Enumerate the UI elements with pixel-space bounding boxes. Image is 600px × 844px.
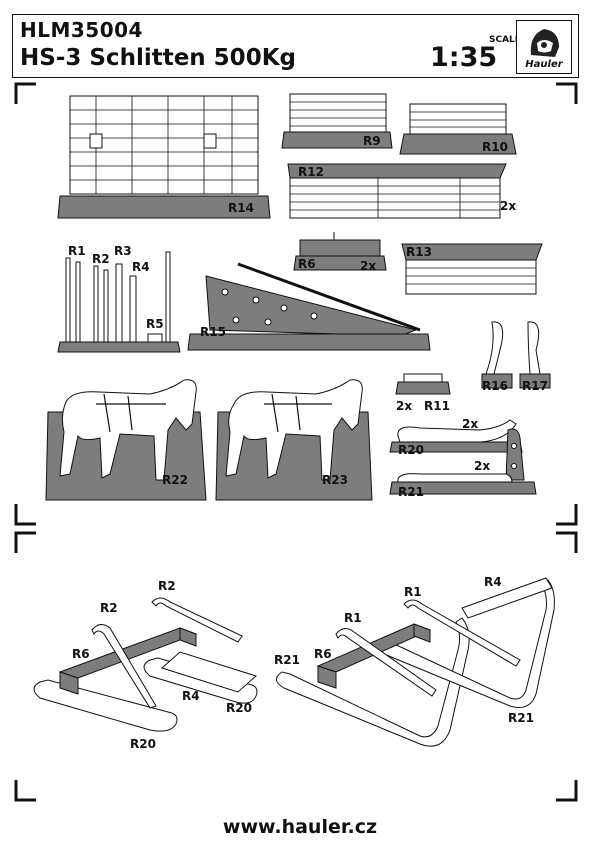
label-r10: R10 [482, 140, 508, 154]
label-asm2-r6: R6 [314, 647, 332, 661]
label-r12-qty: 2x [500, 199, 516, 213]
part-r15: R15 [187, 262, 431, 351]
label-r4: R4 [132, 260, 150, 274]
part-r14: R14 [57, 95, 271, 219]
label-r6: R6 [298, 257, 316, 271]
label-r11-qty: 2x [396, 399, 412, 413]
label-r16: R16 [482, 379, 508, 393]
label-r21: R21 [398, 485, 424, 499]
brand-name: Hauler [525, 59, 563, 70]
assembly-step-1: R2 R2 R6 R4 R20 R20 [33, 579, 258, 751]
assembly-step-2: R1 R1 R4 R6 R21 R21 [274, 575, 555, 747]
label-r9: R9 [363, 134, 381, 148]
scale-label: SCALE [489, 35, 521, 45]
header-box [12, 14, 579, 78]
label-asm1-r4: R4 [182, 689, 200, 703]
panel-bottom-corners [14, 531, 578, 802]
label-r20: R20 [398, 443, 424, 457]
part-r23-horse: R23 [215, 379, 373, 501]
brand-logo: Hauler [516, 20, 572, 74]
label-asm2-r21-bottom: R21 [508, 711, 534, 725]
label-r3: R3 [114, 244, 132, 258]
label-r21-qty: 2x [474, 459, 490, 473]
label-r1: R1 [68, 244, 86, 258]
label-r2: R2 [92, 252, 110, 266]
product-title: HS-3 Schlitten 500Kg [20, 45, 296, 71]
part-r9: R9 [281, 93, 393, 149]
label-asm2-r1-left: R1 [344, 611, 362, 625]
part-r13: R13 [401, 243, 543, 295]
label-r17: R17 [522, 379, 548, 393]
label-asm1-r2-left: R2 [100, 601, 118, 615]
product-code: HLM35004 [20, 18, 143, 42]
label-asm1-r2-top: R2 [158, 579, 176, 593]
part-r12: R12 2x [287, 163, 516, 219]
label-asm1-r20-right: R20 [226, 701, 252, 715]
label-r12: R12 [298, 165, 324, 179]
part-r16-r17: R16 R17 [481, 321, 551, 393]
part-r22-horse: R22 [45, 379, 207, 501]
part-r21: R21 2x [389, 428, 537, 499]
label-r23: R23 [322, 473, 348, 487]
label-r14: R14 [228, 201, 254, 215]
panel-top-corners [14, 82, 578, 526]
part-r6: R6 2x [293, 232, 387, 273]
part-r11: 2x R11 [395, 373, 451, 413]
label-r20-qty: 2x [462, 417, 478, 431]
part-r10: R10 [399, 103, 517, 155]
label-r5: R5 [146, 317, 164, 331]
label-r15: R15 [200, 325, 226, 339]
part-r20: R20 2x [389, 417, 523, 457]
label-asm2-r4: R4 [484, 575, 502, 589]
scale-value: 1:35 [430, 42, 498, 73]
label-r22: R22 [162, 473, 188, 487]
label-asm2-r21-left: R21 [274, 653, 300, 667]
label-r13: R13 [406, 245, 432, 259]
helmeted-head-icon [530, 29, 559, 57]
footer-url: www.hauler.cz [222, 816, 378, 838]
label-asm1-r6: R6 [72, 647, 90, 661]
label-r6-qty: 2x [360, 259, 376, 273]
part-r1-r5-sprue: R1 R2 R3 R4 R5 [57, 244, 181, 353]
label-asm1-r20-bottom: R20 [130, 737, 156, 751]
label-r11: R11 [424, 399, 450, 413]
label-asm2-r1-top: R1 [404, 585, 422, 599]
